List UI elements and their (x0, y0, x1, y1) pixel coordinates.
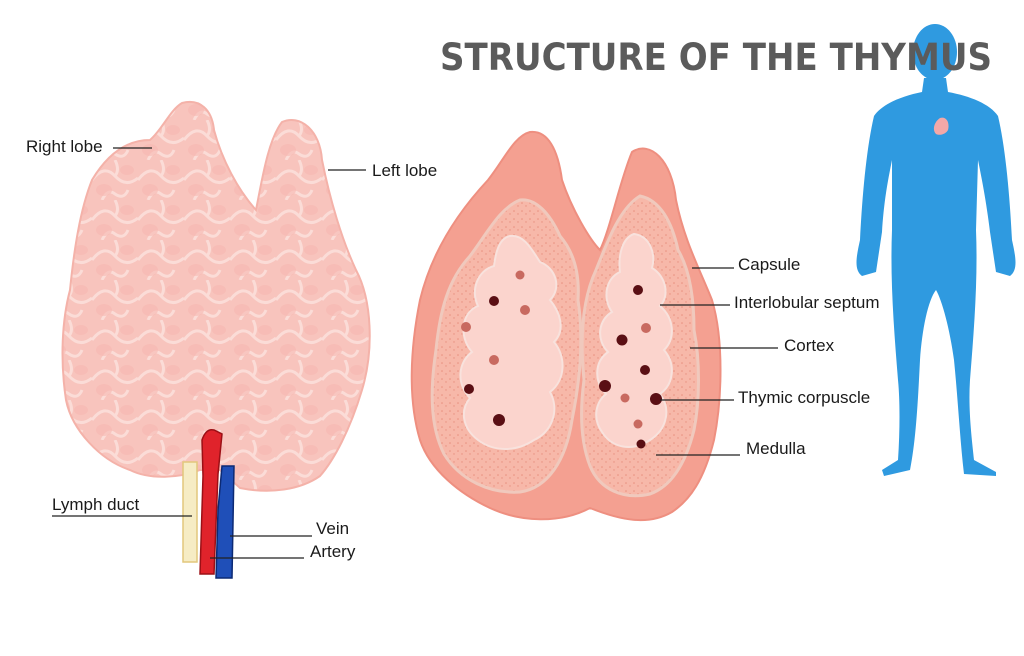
thymic-corpuscle-dot (641, 323, 651, 333)
artery-vessel (199, 428, 223, 575)
label-cortex: Cortex (784, 336, 835, 355)
whole-thymus (61, 100, 371, 579)
label-capsule: Capsule (738, 255, 801, 274)
vein-vessel (215, 465, 235, 579)
human-silhouette (856, 24, 1016, 476)
label-vein: Vein (316, 519, 350, 538)
leader-lines (52, 147, 778, 559)
thymus-cross-section (410, 130, 722, 522)
thymic-corpuscle-dot (633, 419, 643, 429)
label-interlobular-septum: Interlobular septum (734, 293, 880, 312)
silhouette-thymus-icon (933, 117, 949, 135)
thymic-corpuscle-dot (520, 305, 530, 315)
thymic-corpuscle-dot (461, 322, 471, 332)
right-lobe-medulla (595, 232, 673, 448)
thymic-corpuscle-dot (640, 365, 650, 375)
page-title: STRUCTURE OF THE THYMUS (440, 36, 992, 79)
thymic-corpuscle-dot (489, 355, 499, 365)
thymic-corpuscle-dot (616, 334, 628, 346)
thymic-corpuscles (461, 270, 662, 449)
thymic-corpuscle-dot (636, 439, 646, 449)
thymic-corpuscle-dot (515, 270, 525, 280)
thymic-corpuscle-dot (650, 393, 662, 405)
label-medulla: Medulla (746, 439, 806, 458)
thymus-gland-shape (61, 100, 371, 492)
left-lobe-medulla (459, 234, 564, 450)
thymic-corpuscle-dot (633, 285, 643, 295)
label-artery: Artery (310, 542, 356, 561)
label-right-lobe: Right lobe (26, 137, 103, 156)
label-lymph-duct: Lymph duct (52, 495, 140, 514)
thymic-corpuscle-dot (489, 296, 499, 306)
thymic-corpuscle-dot (599, 380, 611, 392)
lymph-duct-vessel (182, 461, 198, 563)
thymic-corpuscle-dot (493, 414, 505, 426)
thymic-corpuscle-dot (464, 384, 474, 394)
silhouette-head (913, 24, 957, 80)
label-thymic-corpuscle: Thymic corpuscle (738, 388, 871, 407)
thymic-corpuscle-dot (620, 393, 630, 403)
label-left-lobe: Left lobe (372, 161, 438, 180)
silhouette-body (856, 78, 1016, 476)
